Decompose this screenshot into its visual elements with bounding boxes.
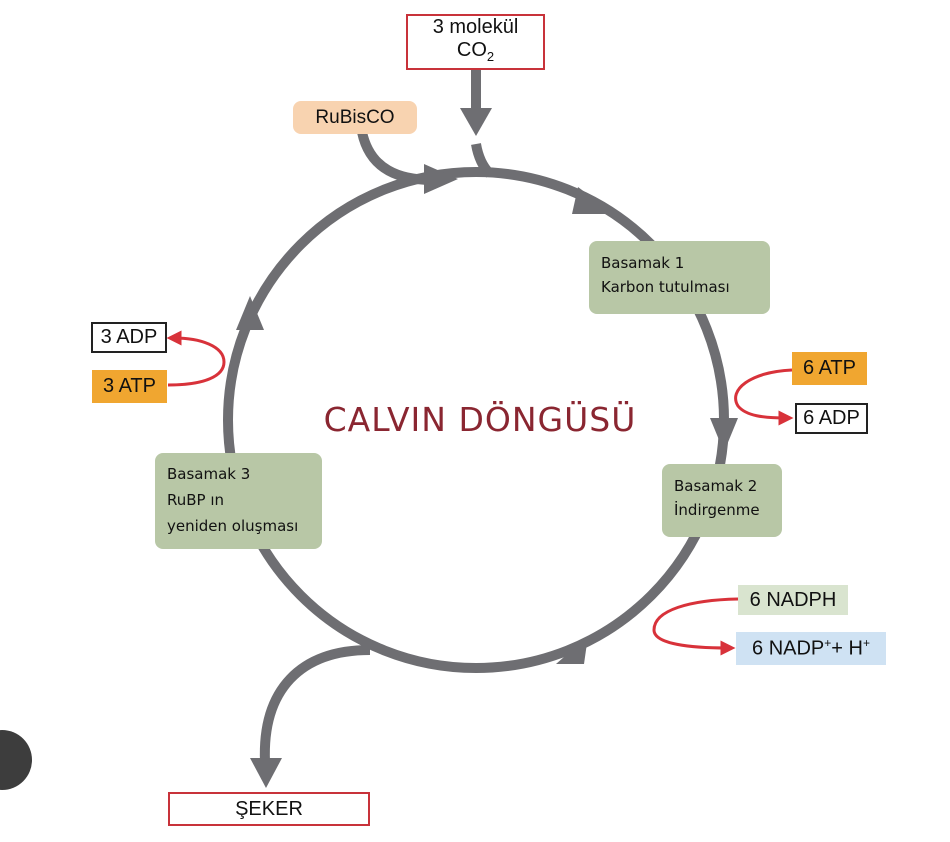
co2-join-stub xyxy=(471,143,494,178)
step-1-box: Basamak 1 Karbon tutulması xyxy=(589,241,770,314)
diagram-title: CALVIN DÖNGÜSÜ xyxy=(323,400,637,439)
step3-energy-arrow xyxy=(166,330,226,387)
step-3-desc-2: yeniden oluşması xyxy=(167,517,299,535)
step-1-title: Basamak 1 xyxy=(601,254,685,272)
cycle-arrowhead-top xyxy=(572,187,614,214)
sugar-output-arrow xyxy=(259,645,371,763)
step-3-title: Basamak 3 xyxy=(167,465,251,483)
step-3-desc-1: RuBP ın xyxy=(167,491,225,509)
step-1-desc: Karbon tutulması xyxy=(601,278,730,296)
step-2-box: Basamak 2 İndirgenme xyxy=(662,464,782,537)
co2-label: 3 molekül xyxy=(432,16,519,38)
step-2-title: Basamak 2 xyxy=(674,477,758,495)
sugar-arrowhead xyxy=(250,758,282,788)
nadp-box: 6 NADP++ H+ xyxy=(736,632,886,665)
nadph-box: 6 NADPH xyxy=(738,585,848,615)
step2-energy-arrow xyxy=(734,368,794,426)
step-3-box: Basamak 3 RuBP ın yeniden oluşması xyxy=(155,453,322,549)
nadp-formula: 6 NADP++ H+ xyxy=(752,636,870,660)
step-2-desc: İndirgenme xyxy=(674,501,760,519)
step2-adp-box: 6 ADP xyxy=(795,403,868,434)
co2-arrowhead xyxy=(460,108,492,136)
co2-formula: CO2 xyxy=(456,39,495,64)
cycle-arrowhead-right xyxy=(710,418,738,452)
step2-atp-box: 6 ATP xyxy=(792,352,867,385)
nadph-arrow xyxy=(652,597,739,656)
cycle-arrowhead-bottom xyxy=(556,636,588,664)
step3-atp-box: 3 ATP xyxy=(92,370,167,403)
sugar-output-box: ŞEKER xyxy=(168,792,370,826)
rubisco-arrowhead xyxy=(424,164,458,194)
rubisco-box: RuBisCO xyxy=(293,101,417,134)
cycle-arrowhead-left xyxy=(236,296,264,330)
rubisco-arrow xyxy=(357,130,433,185)
co2-input-box: 3 molekül CO2 xyxy=(406,14,545,70)
step3-adp-box: 3 ADP xyxy=(91,322,167,353)
